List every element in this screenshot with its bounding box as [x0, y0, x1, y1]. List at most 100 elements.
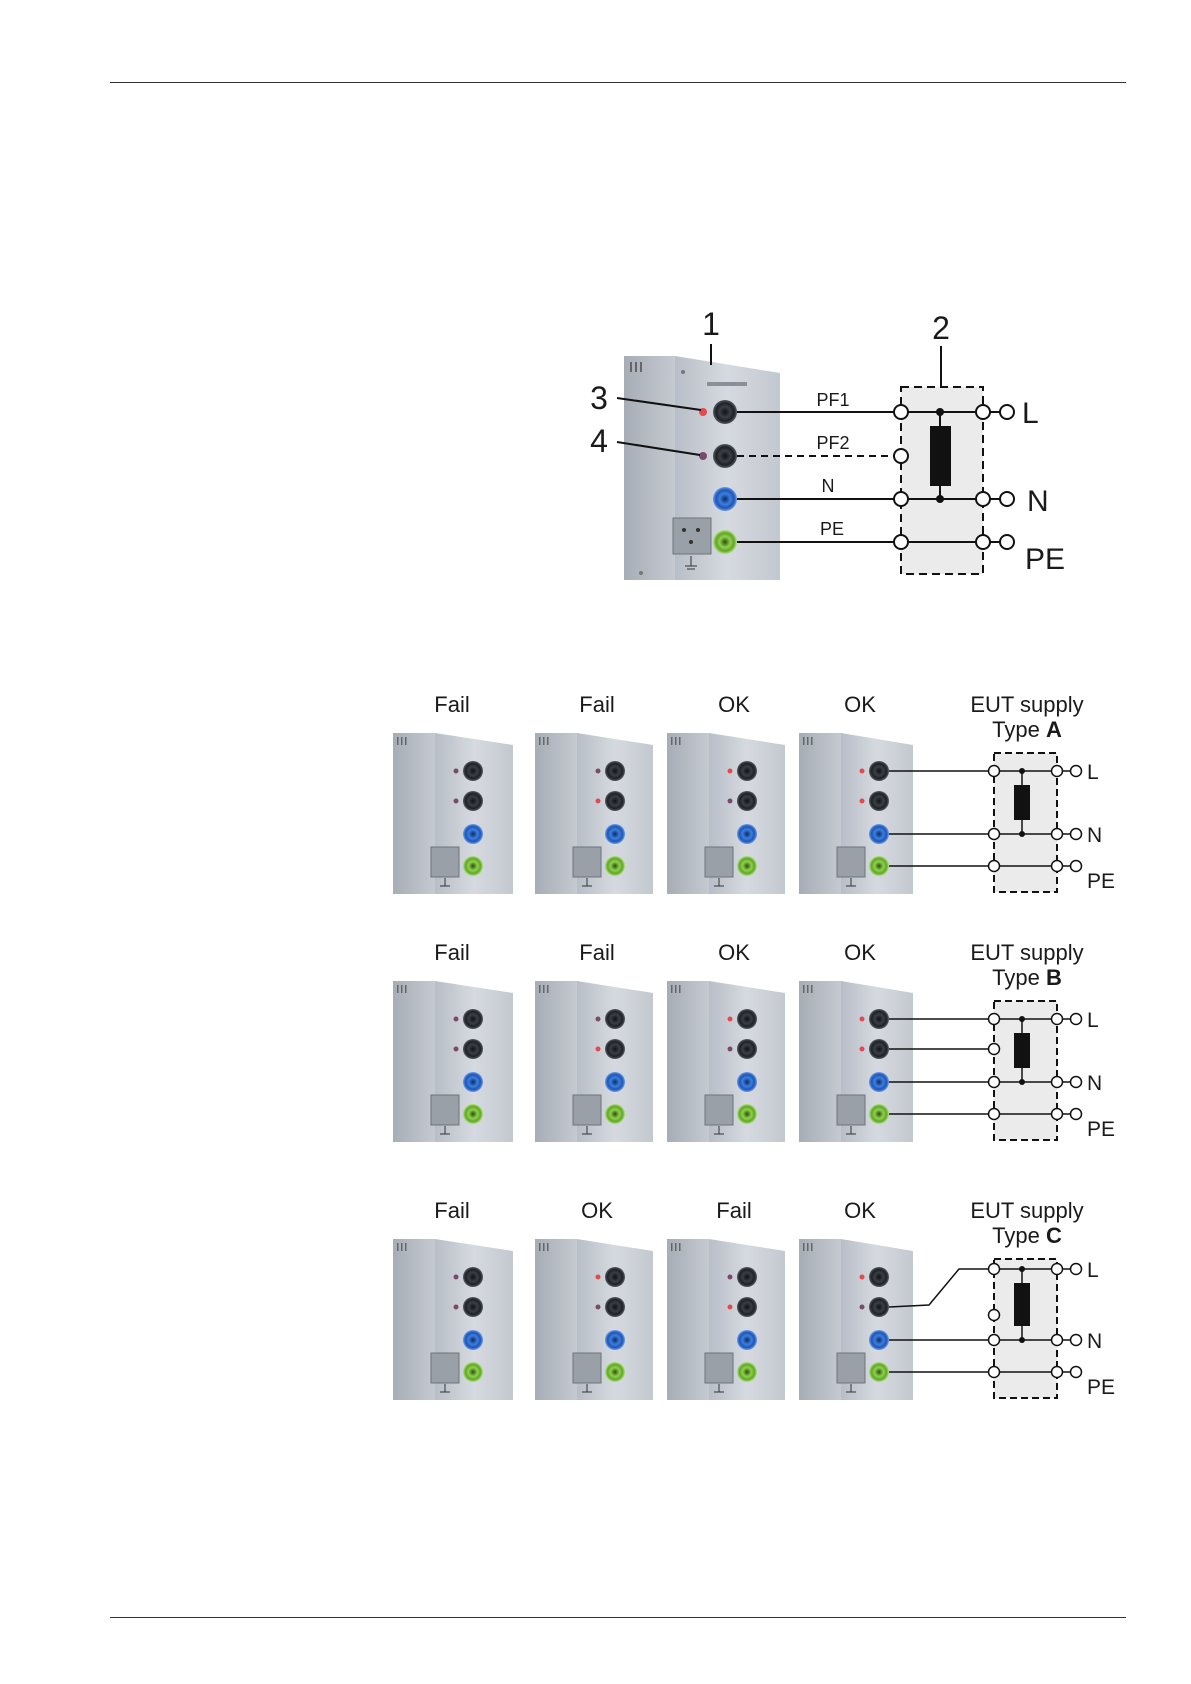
led-pf1 — [860, 1017, 865, 1022]
socket-pf1 — [869, 1267, 889, 1287]
device-thumbnail — [667, 981, 785, 1142]
led-pf2 — [454, 1047, 459, 1052]
socket-pf1 — [737, 761, 757, 781]
socket-n — [463, 1330, 483, 1350]
led-pf1 — [860, 769, 865, 774]
resistor — [1014, 785, 1030, 820]
callout-2: 2 — [932, 310, 950, 346]
socket-n — [869, 824, 889, 844]
device-thumbnail — [535, 733, 653, 894]
device-thumbnail — [393, 981, 513, 1142]
device-thumbnail — [393, 1239, 513, 1400]
socket-pf1 — [605, 1009, 625, 1029]
socket-pe — [463, 1104, 483, 1124]
led-pf1 — [454, 769, 459, 774]
terminal-label-pe: PE — [1087, 1118, 1115, 1141]
resistor — [930, 426, 951, 486]
socket-pe — [605, 1104, 625, 1124]
supply-type: Type B — [992, 965, 1062, 990]
led-pf2 — [728, 1047, 733, 1052]
led-pf2 — [454, 799, 459, 804]
led-pf2 — [699, 452, 707, 460]
socket-n — [737, 1330, 757, 1350]
socket-n — [463, 824, 483, 844]
terminal-label-pe: PE — [1025, 543, 1065, 576]
terminal-label-n: N — [1087, 1330, 1102, 1353]
result-label: OK — [844, 692, 876, 717]
socket-pf2 — [737, 1039, 757, 1059]
terminal-label-l: L — [1087, 761, 1099, 784]
terminal-label-n: N — [1087, 1072, 1102, 1095]
led-pf2 — [860, 799, 865, 804]
eut-supply-box — [994, 1259, 1057, 1398]
main-figure: 1 2 3 4 PF1 PF2 N PE — [590, 306, 1065, 580]
result-label: OK — [844, 940, 876, 965]
eut-supply-box — [994, 753, 1057, 892]
led-pf2 — [596, 1305, 601, 1310]
result-label: OK — [718, 940, 750, 965]
terminal-label-l: L — [1087, 1259, 1099, 1282]
socket-pf1 — [463, 761, 483, 781]
result-row: FailFailOKOKLNPEEUT supplyType A — [393, 692, 1115, 894]
wire-label-pe: PE — [820, 519, 844, 539]
led-pf1 — [596, 1275, 601, 1280]
result-label: OK — [844, 1198, 876, 1223]
socket-pe — [605, 856, 625, 876]
supply-type: Type A — [992, 717, 1062, 742]
main-device — [624, 356, 780, 580]
resistor — [1014, 1033, 1030, 1068]
led-pf2 — [860, 1305, 865, 1310]
socket-pf1 — [869, 761, 889, 781]
socket-pf1 — [463, 1267, 483, 1287]
socket-pf2 — [463, 791, 483, 811]
terminal-label-pe: PE — [1087, 870, 1115, 893]
led-pf2 — [596, 1047, 601, 1052]
led-pf2 — [454, 1305, 459, 1310]
wire-label-n: N — [822, 476, 835, 496]
result-label: Fail — [716, 1198, 751, 1223]
socket-pf2 — [463, 1297, 483, 1317]
led-pf1 — [596, 769, 601, 774]
socket-pf2 — [737, 791, 757, 811]
socket-n — [869, 1330, 889, 1350]
result-label: Fail — [579, 940, 614, 965]
eut-supply-box — [994, 1001, 1057, 1140]
socket-pe — [869, 856, 889, 876]
socket-n — [605, 824, 625, 844]
resistor — [1014, 1283, 1030, 1326]
led-pf1 — [728, 769, 733, 774]
socket-pf1 — [713, 400, 737, 424]
device-thumbnail — [667, 1239, 785, 1400]
terminal-label-l: L — [1022, 397, 1039, 430]
led-pf2 — [596, 799, 601, 804]
socket-n — [713, 487, 737, 511]
socket-pf1 — [463, 1009, 483, 1029]
result-label: OK — [718, 692, 750, 717]
led-pf1 — [728, 1017, 733, 1022]
socket-pf1 — [605, 761, 625, 781]
led-pf1 — [728, 1275, 733, 1280]
led-pf1 — [596, 1017, 601, 1022]
socket-pf1 — [869, 1009, 889, 1029]
socket-pf1 — [737, 1267, 757, 1287]
result-label: Fail — [434, 692, 469, 717]
result-label: OK — [581, 1198, 613, 1223]
led-pf1 — [454, 1275, 459, 1280]
socket-pe — [463, 1362, 483, 1382]
socket-pe — [737, 1104, 757, 1124]
socket-n — [737, 824, 757, 844]
led-pf2 — [728, 1305, 733, 1310]
led-pf2 — [860, 1047, 865, 1052]
socket-pf2 — [605, 1297, 625, 1317]
terminal-label-n: N — [1087, 824, 1102, 847]
result-label: Fail — [579, 692, 614, 717]
wire-label-pf1: PF1 — [816, 390, 849, 410]
socket-pf2 — [869, 791, 889, 811]
socket-n — [605, 1072, 625, 1092]
wire-label-pf2: PF2 — [816, 433, 849, 453]
result-label: Fail — [434, 1198, 469, 1223]
socket-n — [605, 1330, 625, 1350]
socket-pf1 — [605, 1267, 625, 1287]
